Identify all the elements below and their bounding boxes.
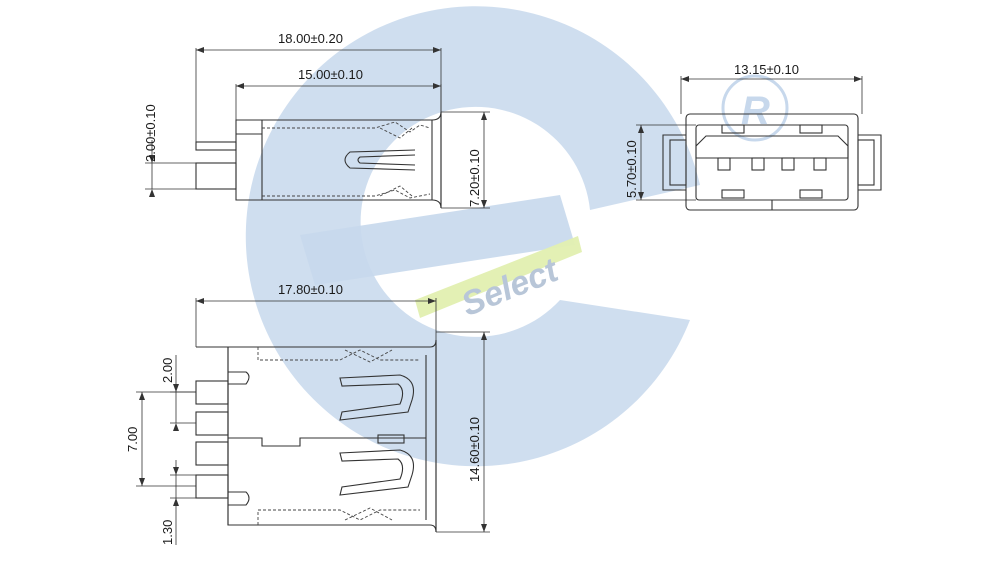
registered-mark-letter: R (741, 89, 770, 133)
dim-label-height: 7.20±0.10 (467, 149, 482, 207)
dim-top-overall-length: 18.00±0.20 (195, 31, 442, 142)
dim-label-pin-offset: 2.00±0.10 (143, 104, 158, 162)
dim-label-pin-width: 1.30 (160, 520, 175, 545)
dim-side-length: 17.80±0.10 (195, 282, 437, 347)
dim-label-front-width: 13.15±0.10 (734, 62, 799, 77)
dim-label-body-length: 15.00±0.10 (298, 67, 363, 82)
dim-side-pin-width: 1.30 (160, 460, 196, 545)
side-view-pin-2 (195, 411, 229, 436)
top-view-pin-upper (195, 141, 237, 151)
side-view-pin-3 (195, 441, 229, 466)
registered-mark-circle (721, 74, 789, 142)
side-view-spring-upper (339, 374, 415, 421)
dim-side-overall-width: 14.60±0.10 (436, 331, 490, 533)
watermark-blue-ring (245, 6, 701, 467)
dim-top-body-length: 15.00±0.10 (235, 67, 442, 120)
dim-label-pin-span: 7.00 (125, 427, 140, 452)
watermark-green-band (415, 236, 582, 318)
top-view-spring-contact (344, 149, 416, 171)
dim-side-pin-pitch: 2.00 (160, 355, 196, 431)
dim-label-overall-width: 14.60±0.10 (467, 417, 482, 482)
front-view-shell (685, 113, 859, 211)
dim-top-pin-offset: 2.00±0.10 (143, 104, 196, 197)
front-view-tongue (695, 135, 849, 159)
dim-front-height: 5.70±0.10 (624, 124, 696, 201)
dim-label-overall-length: 18.00±0.20 (278, 31, 343, 46)
side-view-pin-1 (195, 380, 229, 405)
dim-label-front-height: 5.70±0.10 (624, 140, 639, 198)
side-view-spring-lower (339, 449, 415, 496)
side-view-pin-4 (195, 474, 229, 499)
dim-top-height: 7.20±0.10 (441, 111, 490, 209)
dim-front-width: 13.15±0.10 (680, 62, 863, 114)
front-view (662, 113, 882, 211)
dim-label-pin-pitch: 2.00 (160, 358, 175, 383)
dim-side-pin-span: 7.00 (125, 391, 196, 487)
watermark-blue-band (300, 195, 575, 285)
top-view-pin-lower (195, 162, 237, 190)
dim-label-side-length: 17.80±0.10 (278, 282, 343, 297)
